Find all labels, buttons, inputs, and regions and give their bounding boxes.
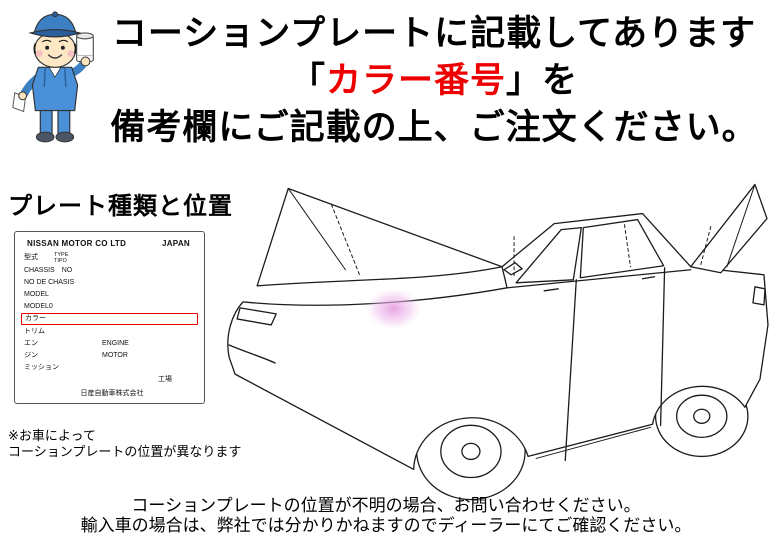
plate-header-row: NISSAN MOTOR CO LTD JAPAN — [19, 237, 200, 251]
plate-location-note: ※お車によって コーションプレートの位置が異なります — [8, 428, 241, 460]
mascot-illustration — [2, 6, 110, 164]
open-trunk — [690, 183, 768, 274]
plate-transmission: ミッション — [24, 364, 59, 371]
side-window — [579, 218, 665, 279]
side-mirror — [503, 262, 523, 276]
mascot-leg — [57, 109, 71, 135]
overall-strap — [64, 68, 67, 88]
header-line-2-close: 」を — [506, 61, 579, 100]
tail-light — [752, 286, 766, 306]
header-message: コーションプレートに記載してあります 「カラー番号」を 備考欄にご記載の上、ご注… — [98, 10, 770, 151]
plate-engine-es: MOTOR — [102, 352, 128, 359]
plate-color-label: カラー — [25, 314, 46, 322]
plate-trim: トリム — [24, 328, 45, 335]
plate-type-row: 型式 TYPE TIPO — [19, 251, 200, 265]
mascot-blush — [35, 50, 43, 58]
rocker-line — [535, 426, 652, 459]
rear-door-seam — [659, 267, 666, 426]
plate-engine-row-2: ジン MOTOR — [19, 350, 200, 362]
plate-type-label: 型式 — [24, 253, 38, 261]
windshield — [515, 226, 582, 284]
caution-plate-diagram: NISSAN MOTOR CO LTD JAPAN 型式 TYPE TIPO C… — [14, 231, 205, 404]
plate-model0: MODEL0 — [24, 302, 53, 310]
headlight — [236, 307, 277, 326]
plate-type-es: TIPO — [54, 257, 67, 264]
bumper-line — [228, 344, 276, 364]
plate-chassis-no: CHASSIS NO — [24, 266, 73, 274]
plate-company: 日産自動車株式会社 — [80, 390, 144, 397]
mascot-eyebrow — [58, 39, 69, 43]
plate-type-en: TYPE — [54, 251, 69, 258]
mascot-icon — [12, 11, 94, 143]
plate-no-de-chasis: NO DE CHASIS — [24, 278, 75, 286]
mascot-eye — [45, 45, 50, 50]
plate-country: JAPAN — [161, 239, 190, 248]
note-line-2: コーションプレートの位置が異なります — [8, 444, 242, 459]
section-title: プレート種類と位置 — [8, 193, 233, 220]
plate-color-row: カラー — [21, 312, 198, 325]
open-hood — [256, 187, 503, 287]
note-line-1: ※お車によって — [8, 428, 96, 443]
footer-message: コーションプレートの位置が不明の場合、お問い合わせください。 輸入車の場合は、弊… — [0, 496, 772, 536]
plate-location-highlight — [365, 287, 422, 330]
cap-brim — [28, 28, 82, 38]
mascot-hair — [33, 43, 37, 54]
plate-type-sub: TYPE TIPO — [54, 252, 68, 264]
plate-factory: 工場 — [158, 376, 172, 383]
header-line-2-open: 「 — [289, 61, 326, 100]
mascot-shoe — [35, 131, 55, 143]
plate-maker: NISSAN MOTOR CO LTD — [27, 239, 127, 248]
color-number-highlight: カラー番号 — [325, 61, 506, 100]
mascot-eyebrow — [41, 39, 52, 43]
mascot-blush — [67, 50, 75, 58]
construction-lines — [330, 204, 712, 280]
door-handle — [641, 276, 656, 280]
plate-model: MODEL — [24, 290, 49, 298]
beltline — [506, 269, 692, 289]
mascot-leg — [39, 109, 53, 135]
overall-strap — [43, 68, 46, 88]
plate-engine-jp2: ジン — [24, 352, 38, 359]
header-line-1: コーションプレートに記載してあります — [111, 14, 757, 53]
car-body — [227, 212, 769, 471]
cap-button — [52, 11, 58, 18]
mascot-overalls — [31, 66, 79, 112]
mascot-eye — [60, 45, 65, 50]
plate-engine-row-1: エン ENGINE — [19, 338, 200, 350]
plate-engine-en: ENGINE — [102, 340, 129, 347]
plate-engine-jp1: エン — [24, 340, 38, 347]
footer-line-1: コーションプレートの位置が不明の場合、お問い合わせください。 — [131, 496, 641, 515]
header-line-2: 「カラー番号」を — [98, 57, 770, 104]
mascot-hair — [73, 43, 77, 54]
car-line-drawing — [227, 183, 769, 501]
mascot-smile — [47, 54, 63, 59]
mascot-hand-right — [80, 56, 91, 67]
footer-line-2: 輸入車の場合は、弊社では分かりかねますのでディーラーにてご確認ください。 — [80, 516, 692, 535]
header-line-3: 備考欄にご記載の上、ご注文ください。 — [110, 108, 758, 147]
door-handle — [543, 288, 559, 292]
mascot-hand-left — [18, 91, 28, 101]
mascot-shoe — [55, 131, 75, 143]
front-door-seam — [564, 279, 577, 462]
rear-wheel — [654, 375, 749, 458]
